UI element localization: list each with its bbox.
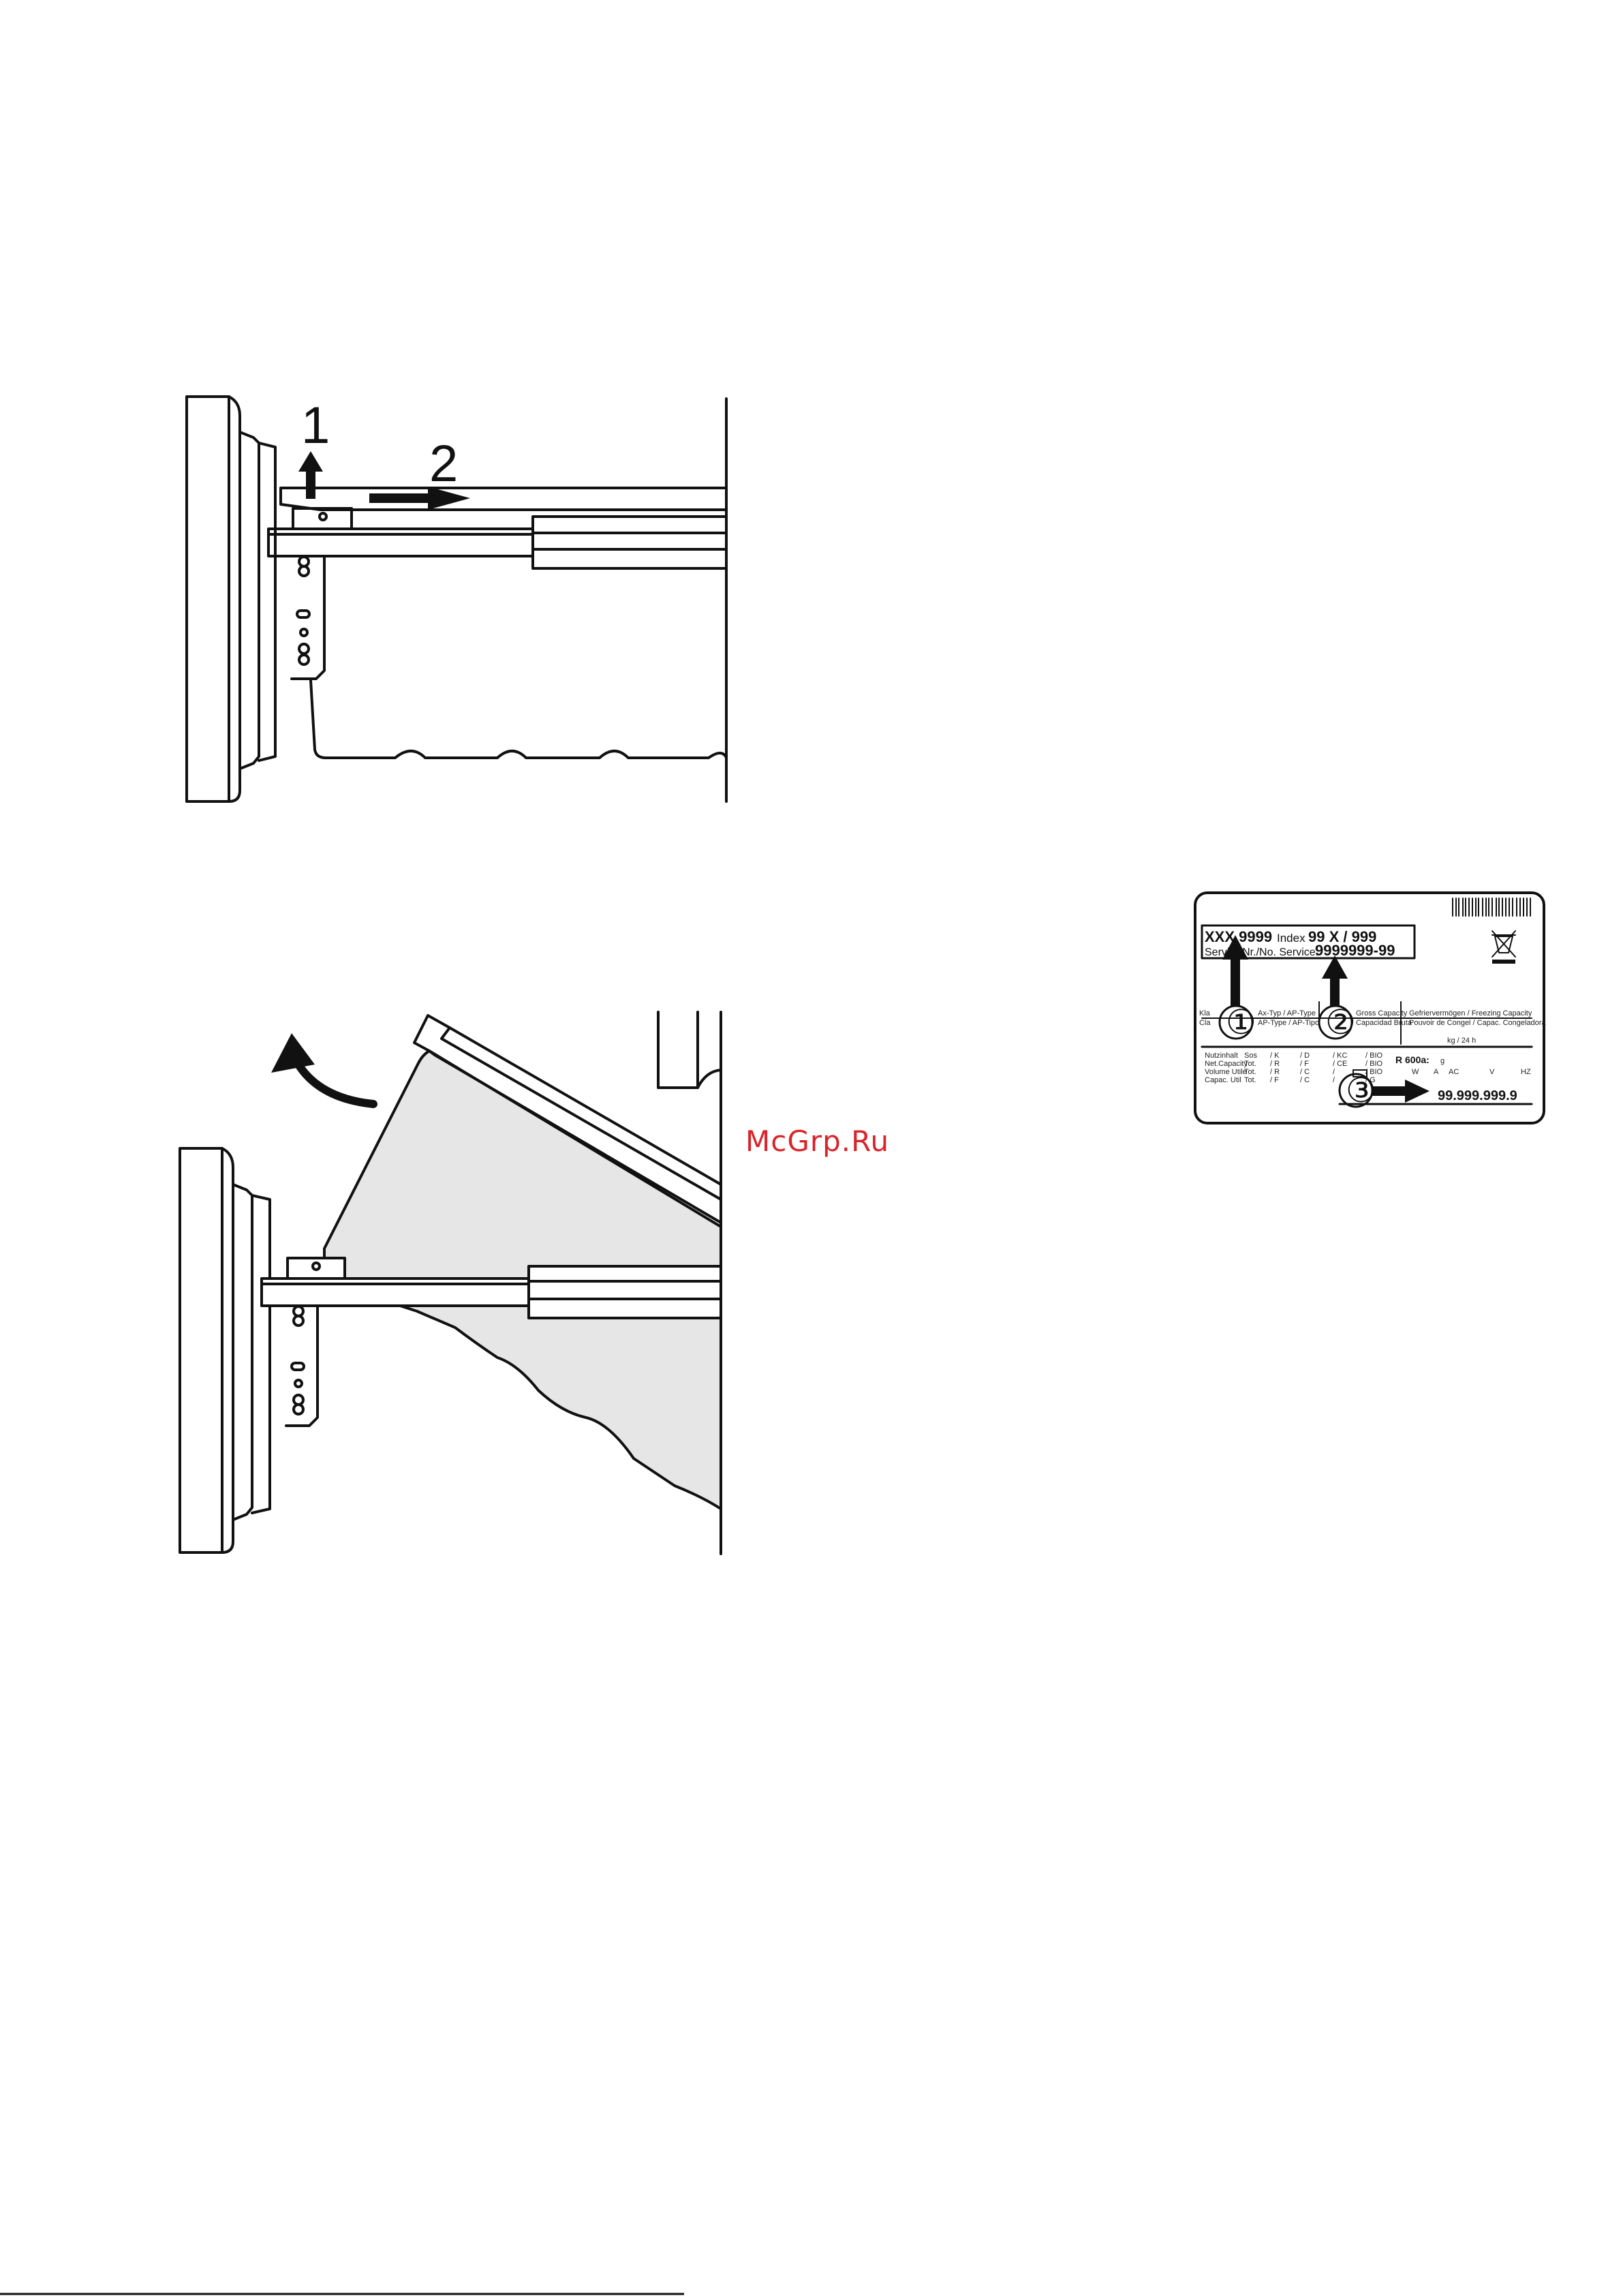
door-panel: [185, 395, 241, 803]
tilt-arrow: [294, 1060, 377, 1108]
door-inner: [258, 442, 277, 762]
rating-capacity-table: Nutzinhalt Sos / K / D / KC / BIO Net.Ca…: [1205, 1052, 1383, 1084]
rating-service-label: Servi -Nr./No. Service:: [1205, 947, 1318, 958]
rating-col1-a: Kla: [1199, 1009, 1211, 1017]
table-cell: Tot.: [1244, 1060, 1256, 1068]
table-cell: Volume Utile: [1205, 1068, 1247, 1076]
rating-col4-a: Gefriervermögen / Freezing Capacity: [1409, 1009, 1532, 1017]
rating-col2-b: AP-Type / AP-Tipo: [1258, 1019, 1319, 1027]
table-cell: / D: [1300, 1052, 1310, 1060]
door-bracket: [290, 555, 326, 680]
door-panel-2: [179, 1147, 234, 1554]
table-cell: / R: [1270, 1060, 1280, 1068]
door-seal: [228, 395, 260, 803]
watermark: McGrp.Ru: [745, 1124, 890, 1158]
step-arrows: [298, 451, 470, 510]
drawer-rim: [279, 487, 728, 511]
rating-model: XXX 9999: [1205, 928, 1272, 945]
figure-rail-removal: [185, 395, 728, 803]
rail-latch: [292, 507, 353, 530]
table-cell: / R: [1270, 1068, 1280, 1076]
callout-3: ③: [1346, 1071, 1376, 1109]
callout-arrows: [1222, 935, 1429, 1103]
drawer-rim-2: [413, 1014, 722, 1224]
table-cell: / BIO: [1365, 1052, 1383, 1060]
door-bracket-2: [285, 1304, 319, 1427]
rating-plate-border: [1194, 891, 1545, 1124]
table-cell: Net.Capacity: [1205, 1060, 1248, 1068]
table-cell: /: [1333, 1068, 1335, 1076]
rating-col4-b: Pouvoir de Congel / Capac. Congeladora: [1409, 1019, 1546, 1027]
callout-1: ①: [1226, 1003, 1256, 1041]
rating-service-value: 9999999-99: [1315, 942, 1395, 959]
rating-index-label: Index: [1277, 932, 1305, 945]
table-cell: / BIO: [1365, 1060, 1383, 1068]
drawer-bottom: [309, 679, 728, 759]
table-cell: Tot.: [1244, 1068, 1256, 1076]
table-cell: Sos: [1244, 1052, 1257, 1060]
power-unit-a: A: [1434, 1068, 1439, 1076]
table-cell: Tot.: [1244, 1076, 1256, 1084]
table-cell: /: [1333, 1076, 1335, 1084]
rating-col3-a: Gross Capacity: [1356, 1009, 1408, 1017]
rail-extension-2: [527, 1265, 722, 1319]
power-unit-w: W: [1412, 1068, 1419, 1076]
rating-col1-b: Cla: [1199, 1019, 1211, 1027]
power-unit-v: V: [1489, 1068, 1495, 1076]
table-cell: / KC: [1333, 1052, 1347, 1060]
step-2-label: 2: [429, 435, 458, 493]
rating-col3-b: Capacidad Bruta: [1356, 1019, 1412, 1027]
table-cell: Nutzinhalt: [1205, 1052, 1238, 1060]
power-unit-ac: AC: [1449, 1068, 1459, 1076]
table-cell: / C: [1300, 1076, 1310, 1084]
step-1-label: 1: [301, 397, 330, 455]
table-cell: / K: [1270, 1052, 1280, 1060]
rating-freeze-unit: kg / 24 h: [1447, 1037, 1476, 1045]
rating-refrigerant-unit: g: [1440, 1057, 1444, 1065]
power-unit-hz: HZ: [1521, 1068, 1531, 1076]
table-cell: / CE: [1333, 1060, 1347, 1068]
rating-col2-a: Ax-Typ / AP-Type: [1258, 1009, 1316, 1017]
rating-refrigerant: R 600a:: [1395, 1054, 1429, 1065]
callout-2: ②: [1325, 1003, 1356, 1041]
table-cell: / BIO: [1365, 1068, 1383, 1076]
table-cell: Capac. Util: [1205, 1076, 1241, 1084]
rating-fd-number: 99.999.999.9: [1438, 1088, 1517, 1103]
table-cell: / F: [1300, 1060, 1309, 1068]
table-cell: / G: [1365, 1076, 1376, 1084]
table-cell: / F: [1270, 1076, 1279, 1084]
table-cell: / C: [1300, 1068, 1310, 1076]
barcode: [1452, 898, 1531, 917]
rating-plate: [1194, 891, 1545, 1124]
figure-drawer-tilt: [179, 1011, 722, 1555]
rating-index-value: 99 X / 999: [1308, 928, 1376, 945]
rail-extension: [531, 515, 728, 570]
tilt-arrow-head: [271, 1033, 315, 1073]
weee-bin-icon: [1491, 930, 1516, 958]
